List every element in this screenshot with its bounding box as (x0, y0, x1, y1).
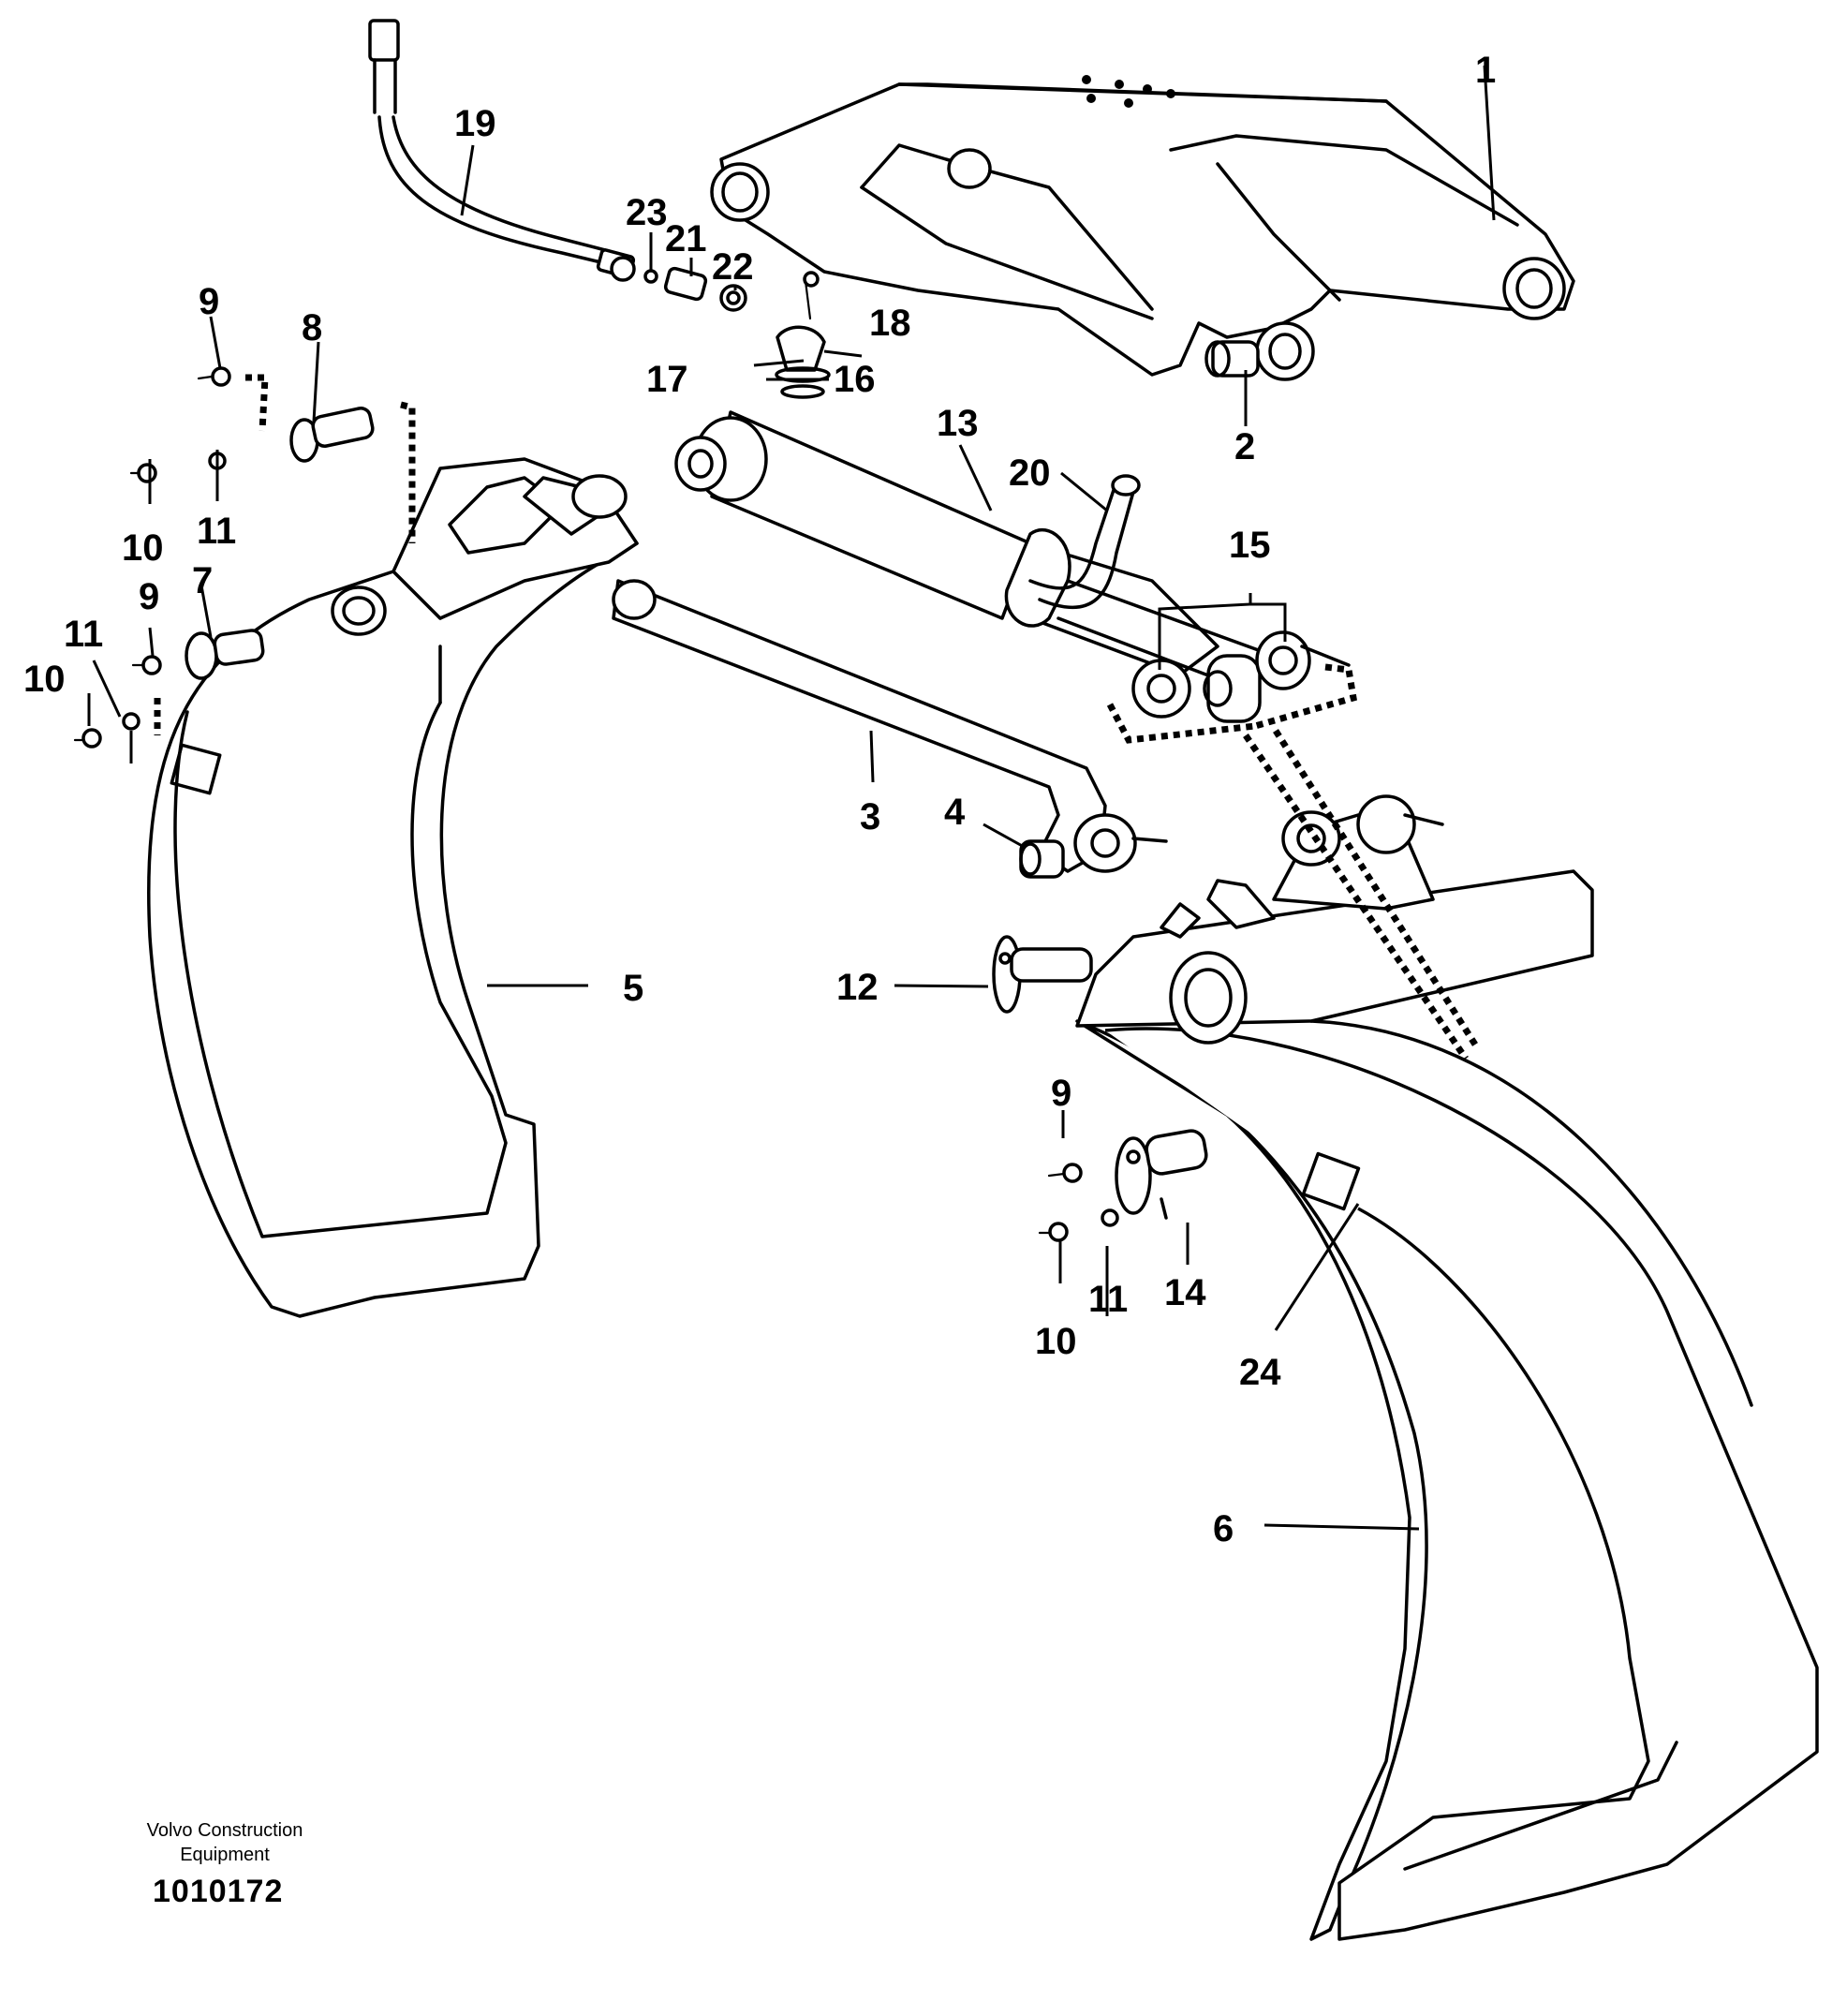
callout-11-left: 11 (64, 614, 103, 655)
leader-lines (87, 65, 1496, 1531)
elbow-parts-16-17-18 (775, 271, 831, 399)
callout-9-mid: 9 (139, 576, 159, 617)
callout-22: 22 (712, 246, 754, 288)
bushing-part-4 (1019, 839, 1065, 879)
pin-part-8 (289, 407, 375, 463)
bushing-part-2 (1204, 340, 1260, 378)
callout-18: 18 (869, 303, 911, 344)
callout-15: 15 (1229, 525, 1271, 566)
callout-5: 5 (623, 968, 643, 1009)
hardware-bolts-nuts (73, 366, 1119, 1242)
callout-10-left: 10 (23, 659, 66, 700)
callout-12: 12 (836, 967, 879, 1008)
callout-3: 3 (860, 796, 880, 838)
top-frame-part-1 (710, 75, 1575, 381)
pin-part-12 (992, 935, 1093, 1014)
callout-10-top: 10 (122, 527, 164, 569)
callout-6: 6 (1213, 1508, 1234, 1549)
callout-13: 13 (937, 403, 979, 444)
callout-21: 21 (665, 218, 707, 259)
bushings-part-15 (1131, 630, 1351, 723)
callout-17: 17 (646, 359, 688, 400)
callout-11-top: 11 (197, 511, 236, 552)
hose-part-19 (368, 19, 636, 282)
pin-part-14 (1115, 1129, 1208, 1220)
brand-line-2: Equipment (180, 1845, 270, 1865)
callout-1: 1 (1475, 50, 1496, 91)
callout-9-top: 9 (199, 281, 219, 322)
fittings-parts-21-22-23 (643, 266, 747, 312)
callout-labels: 1 2 3 4 5 6 7 8 9 9 9 10 10 10 11 11 11 … (23, 50, 1496, 1549)
link-rod-part-3 (612, 579, 1168, 873)
callout-23: 23 (626, 192, 668, 233)
callout-10-right: 10 (1035, 1321, 1077, 1362)
callout-19: 19 (454, 103, 496, 144)
callout-20: 20 (1009, 452, 1051, 494)
callout-24: 24 (1239, 1352, 1281, 1393)
dashed-assembly-lines (154, 374, 1478, 1060)
callout-14: 14 (1164, 1272, 1206, 1313)
callout-16: 16 (834, 359, 876, 400)
callout-11-right: 11 (1088, 1279, 1128, 1320)
brand-line-1: Volvo Construction (146, 1820, 303, 1841)
pipe-part-20 (1028, 474, 1141, 610)
cylinder-part-13 (674, 410, 1276, 695)
callout-8: 8 (302, 307, 322, 348)
callout-9-right: 9 (1051, 1073, 1071, 1114)
callout-4: 4 (944, 792, 966, 833)
pin-part-7 (185, 629, 265, 680)
diagram-part-number: 1010172 (153, 1874, 284, 1909)
callout-2: 2 (1234, 426, 1255, 467)
left-grapple-arm-part-5 (147, 457, 639, 1318)
right-grapple-arm-part-6 (1075, 794, 1819, 1941)
callout-7: 7 (192, 560, 213, 601)
